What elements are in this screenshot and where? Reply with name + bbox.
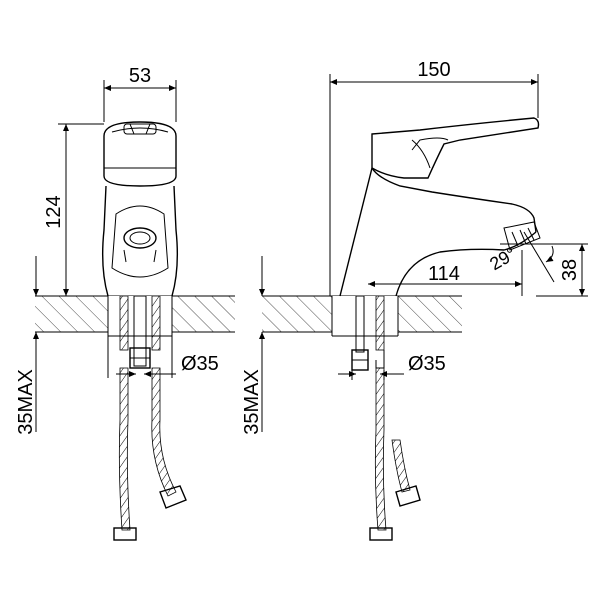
front-width-label: 53 — [129, 65, 151, 87]
front-hoses — [113, 295, 187, 541]
front-hole-dimension: Ø35 — [107, 336, 219, 378]
front-height-dimension: 124 — [43, 123, 104, 297]
side-spout-height-label: 38 — [559, 259, 581, 281]
side-spout-height-dimension: 38 — [536, 243, 588, 297]
front-faucet-body — [101, 121, 179, 297]
side-hoses — [351, 295, 421, 541]
side-countertop — [262, 295, 462, 337]
side-angle-dimension: 29° — [486, 231, 560, 283]
side-width-label: 150 — [417, 59, 450, 81]
front-width-dimension: 53 — [103, 65, 177, 122]
side-view: 150 114 29° 38 35MAX — [241, 59, 588, 541]
front-countertop — [35, 295, 235, 337]
front-max-label: 35MAX — [15, 369, 37, 435]
front-height-label: 124 — [43, 195, 65, 228]
front-hole-label: Ø35 — [181, 353, 219, 375]
side-hole-dimension: Ø35 — [338, 353, 446, 380]
side-reach-dimension: 114 — [368, 250, 523, 296]
side-max-label: 35MAX — [241, 369, 263, 435]
side-reach-label: 114 — [428, 263, 460, 285]
side-hole-label: Ø35 — [408, 353, 446, 375]
side-width-dimension: 150 — [329, 59, 539, 296]
side-max-dimension: 35MAX — [241, 256, 265, 435]
front-view: 53 124 35MAX Ø35 — [15, 65, 235, 541]
front-max-dimension: 35MAX — [15, 256, 39, 435]
